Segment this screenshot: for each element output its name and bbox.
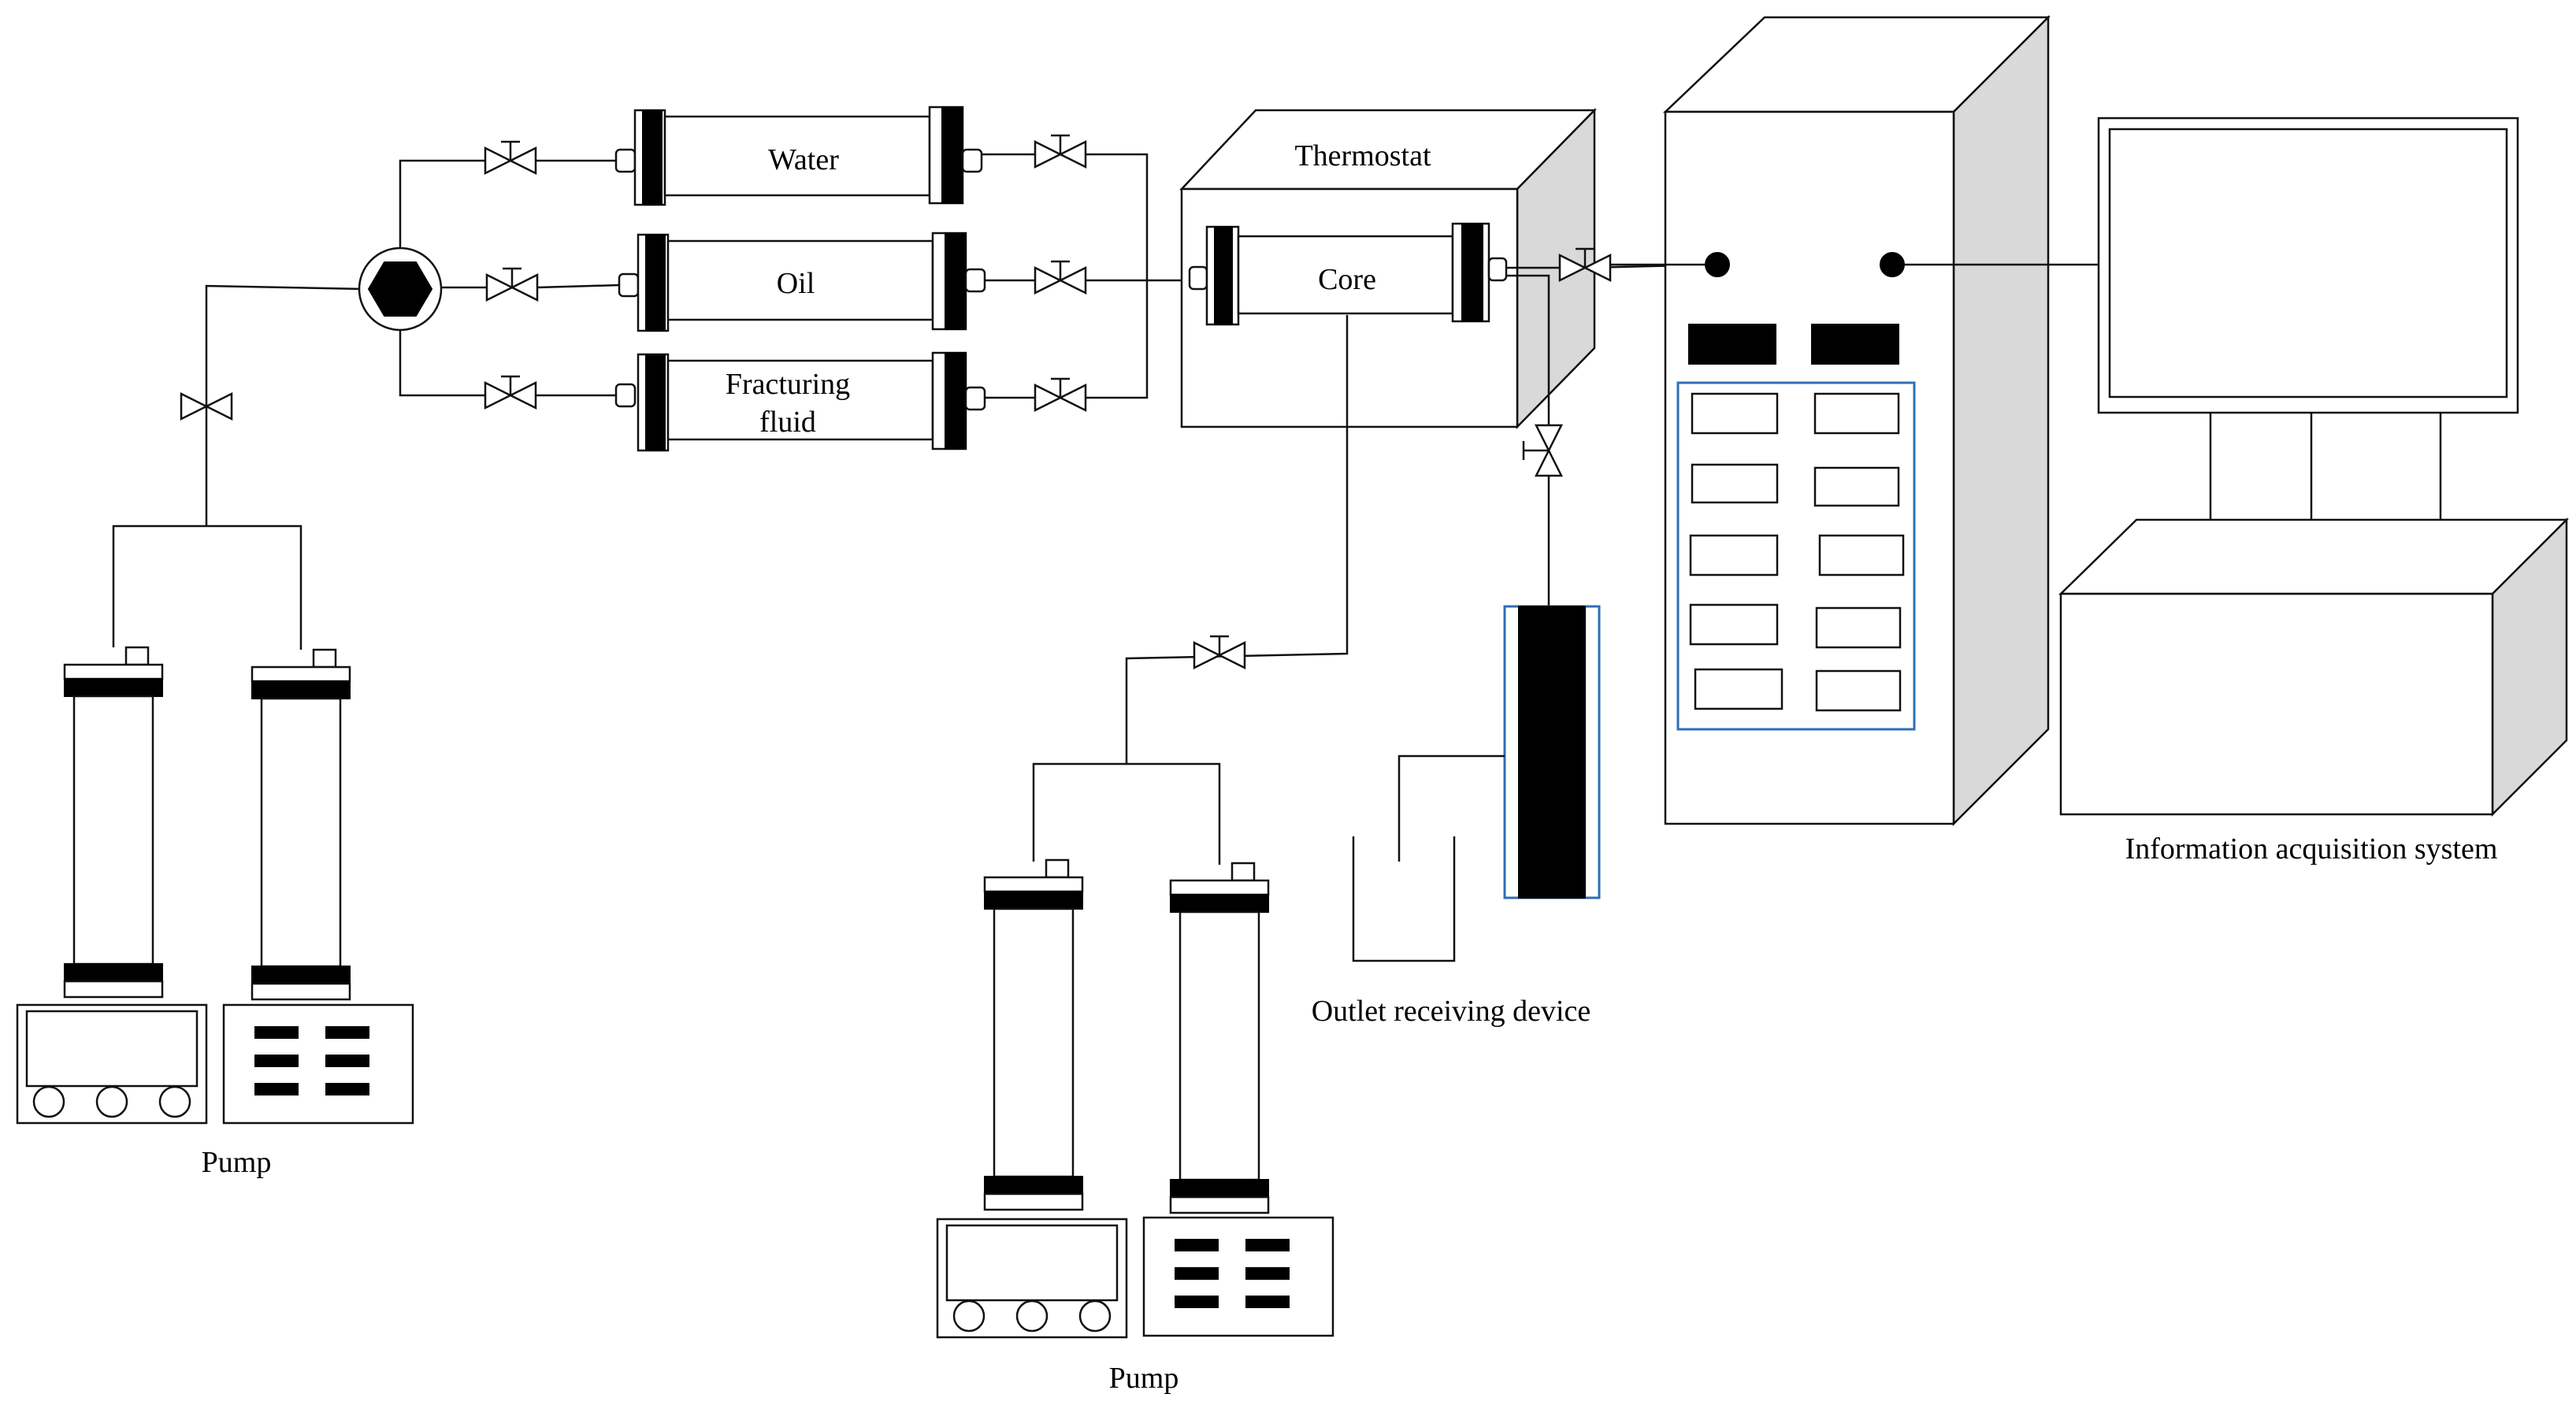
pump-display-icon: [936, 1218, 1128, 1339]
sensor-port-icon: [1880, 252, 1905, 277]
water-container: Water: [484, 106, 1087, 206]
oil-container: Oil: [485, 232, 1087, 332]
information-acquisition-system: Information acquisition system: [2058, 117, 2570, 866]
panel-button[interactable]: [1813, 392, 1900, 435]
pump-display-icon: [16, 1003, 208, 1125]
oil-label: Oil: [777, 267, 815, 300]
valve-icon[interactable]: [1193, 635, 1246, 669]
fracturing-fluid-container: Fracturing fluid: [484, 351, 1087, 452]
pump-keypad-icon: [222, 1003, 414, 1125]
piston-container: [251, 648, 351, 1001]
panel-button[interactable]: [1689, 534, 1779, 576]
outlet-label: Outlet receiving device: [1312, 995, 1591, 1028]
pump-middle-label: Pump: [1109, 1362, 1179, 1395]
panel-button[interactable]: [1691, 463, 1779, 504]
hexagon-manifold-icon[interactable]: [358, 247, 443, 332]
left-pump-system: Pump: [16, 284, 414, 1179]
panel-button[interactable]: [1694, 668, 1784, 710]
valve-icon[interactable]: [484, 375, 537, 410]
valve-icon[interactable]: [1034, 377, 1087, 412]
info-system-label: Information acquisition system: [2125, 832, 2498, 866]
panel-button[interactable]: [1813, 466, 1900, 507]
core-holder: Core: [1188, 222, 1508, 326]
panel-button[interactable]: [1815, 606, 1902, 649]
panel-button[interactable]: [1689, 603, 1779, 646]
water-label: Water: [768, 143, 839, 176]
piston-container: [63, 646, 164, 999]
valve-icon[interactable]: [1034, 134, 1087, 169]
panel-button[interactable]: [1691, 392, 1779, 435]
control-cabinet: [1662, 14, 2051, 827]
outlet-receiving-device: Outlet receiving device: [1312, 605, 1601, 1028]
pump-left-label: Pump: [202, 1146, 272, 1179]
piston-container: [1169, 862, 1270, 1214]
monitor-screen: [2108, 128, 2508, 399]
panel-button[interactable]: [1818, 534, 1905, 576]
sensor-port-icon: [1705, 252, 1730, 277]
panel-button[interactable]: [1815, 669, 1902, 712]
valve-icon[interactable]: [180, 391, 233, 421]
valve-icon[interactable]: [484, 140, 537, 175]
middle-pump-system: Pump: [936, 315, 1349, 1395]
pump-keypad-icon: [1142, 1216, 1334, 1337]
piston-container: [983, 858, 1084, 1211]
core-label: Core: [1318, 263, 1376, 296]
valve-icon[interactable]: [485, 267, 539, 302]
valve-icon[interactable]: [1522, 424, 1564, 477]
thermostat: Thermostat Core: [1179, 107, 1597, 430]
thermostat-label: Thermostat: [1294, 139, 1431, 172]
computer-case: [2059, 592, 2494, 816]
fracturing-label-line2: fluid: [759, 406, 816, 439]
valve-icon[interactable]: [1034, 260, 1087, 295]
fracturing-label-line1: Fracturing: [726, 368, 850, 401]
